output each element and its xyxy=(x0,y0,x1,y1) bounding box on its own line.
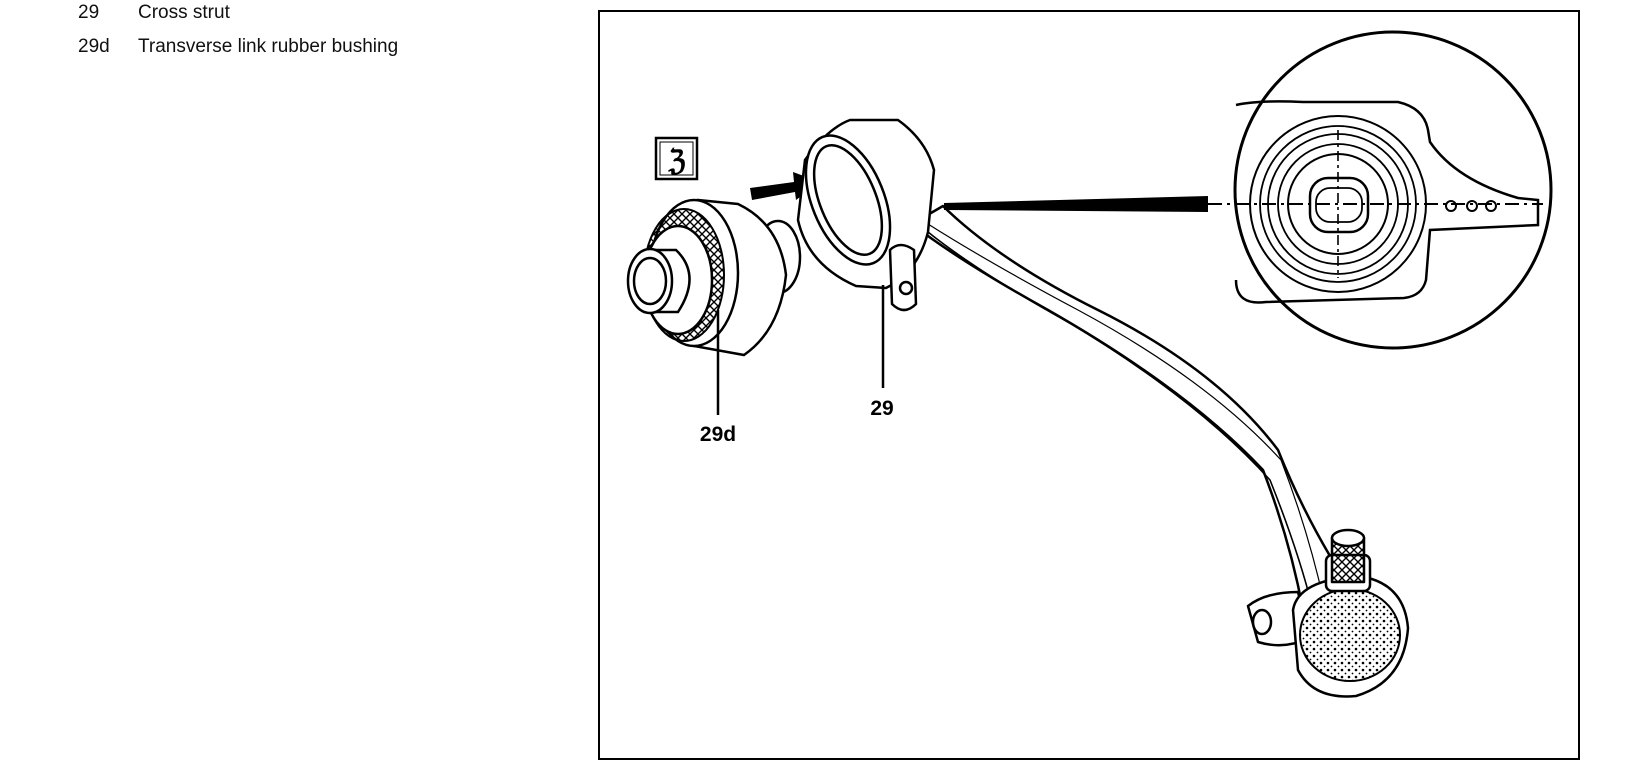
legend-label: Cross strut xyxy=(138,2,230,23)
legend-number: 29d xyxy=(78,36,110,57)
detail-leader xyxy=(944,196,1208,212)
callout-label-29: 29 xyxy=(870,397,893,420)
symbol-glyph: ℨ xyxy=(667,144,685,177)
cross-strut-part xyxy=(796,118,1410,698)
rubber-bushing-part xyxy=(626,198,802,357)
press-in-tool-icon: ℨ xyxy=(654,136,699,181)
exploded-view-diagram: ℨ xyxy=(598,10,1580,760)
legend-number: 29 xyxy=(78,2,100,23)
callout-label-29d: 29d xyxy=(700,423,736,446)
detail-view-bushing-orientation xyxy=(1208,30,1553,350)
legend-label: Transverse link rubber bushing xyxy=(138,36,399,57)
